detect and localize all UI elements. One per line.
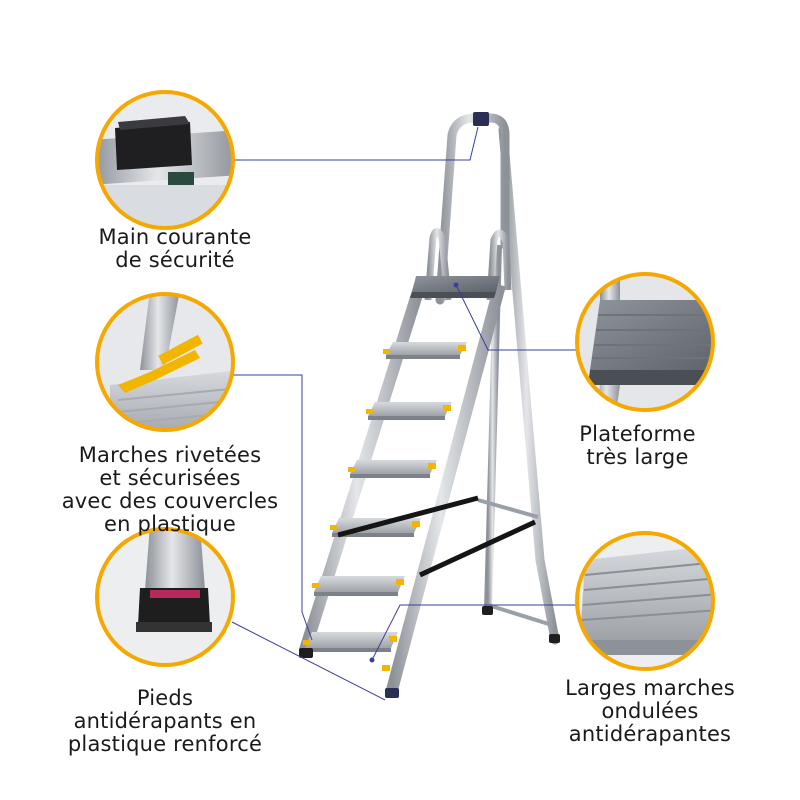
label-line: plastique renforcé: [67, 732, 263, 756]
label-platform: Plateforme très large: [545, 423, 730, 469]
label-line: antidérapantes: [568, 722, 732, 746]
detail-circle-feet: [95, 527, 235, 667]
detail-circle-handrail: [95, 90, 235, 230]
leader-line-platform: [455, 284, 577, 351]
leader-line-handrail: [233, 126, 479, 161]
label-line: Marches rivetées: [78, 443, 262, 467]
ladder-foot-right: [385, 688, 399, 698]
label-line: avec des couvercles: [61, 489, 279, 513]
label-line: en plastique: [104, 512, 236, 536]
detail-circle-platform: [575, 272, 715, 412]
label-riveted-steps: Marches rivetées et sécurisées avec des …: [15, 444, 325, 536]
ladder-front-stile-right: [386, 283, 506, 692]
label-line: antidérapants en: [73, 709, 257, 733]
leader-line-steps: [371, 604, 577, 661]
leader-line-feet: [231, 621, 386, 701]
handrail-clip: [473, 112, 489, 126]
label-wide-steps: Larges marches ondulées antidérapantes: [525, 677, 775, 746]
leader-line-riveted: [233, 374, 313, 641]
label-line: de sécurité: [115, 248, 235, 272]
leader-lines: [231, 126, 577, 701]
label-line: ondulées: [601, 699, 699, 723]
ladder-foot-left: [299, 648, 313, 658]
label-line: Larges marches: [565, 676, 735, 700]
detail-circle-wide-steps: [575, 531, 715, 671]
label-line: Main courante: [98, 225, 252, 249]
label-line: Pieds: [136, 686, 194, 710]
label-line: Plateforme: [579, 422, 696, 446]
ladder-rear-leg-right: [498, 125, 560, 645]
label-line: très large: [586, 445, 689, 469]
label-line: et sécurisées: [99, 466, 241, 490]
detail-circle-riveted-steps: [95, 292, 235, 432]
label-handrail: Main courante de sécurité: [50, 226, 300, 272]
label-feet: Pieds antidérapants en plastique renforc…: [25, 687, 305, 756]
ladder: [299, 112, 560, 698]
